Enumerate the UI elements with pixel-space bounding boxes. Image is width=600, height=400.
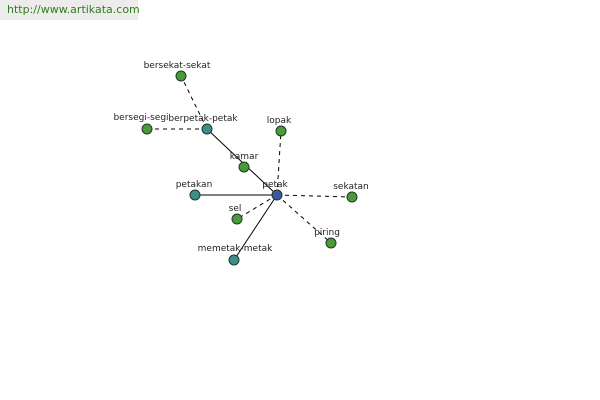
node-berpetak-petak[interactable]: berpetak-petak	[168, 114, 238, 135]
node-label-sekatan[interactable]: sekatan	[333, 182, 369, 192]
node-memetak-metak[interactable]: memetak-metak	[198, 244, 273, 266]
node-petakan[interactable]: petakan	[176, 180, 213, 201]
node-marker-memetak-metak[interactable]	[228, 254, 240, 266]
node-label-lopak[interactable]: lopak	[267, 116, 292, 126]
node-kamar[interactable]: kamar	[230, 152, 259, 173]
node-bersegi-segi[interactable]: bersegi-segi	[113, 113, 169, 135]
node-marker-petakan[interactable]	[189, 189, 201, 201]
node-label-petakan[interactable]: petakan	[176, 180, 213, 190]
node-label-bersegi-segi[interactable]: bersegi-segi	[113, 113, 168, 123]
node-bersekat-sekat[interactable]: bersekat-sekat	[144, 61, 211, 82]
source-url-text: http://www.artikata.com	[7, 3, 140, 16]
node-label-bersekat-sekat[interactable]: bersekat-sekat	[144, 61, 211, 71]
node-sel[interactable]: sel	[229, 204, 243, 225]
node-marker-berpetak-petak[interactable]	[201, 123, 213, 135]
node-petak[interactable]: petak	[262, 180, 289, 201]
node-label-berpetak-petak[interactable]: berpetak-petak	[168, 114, 238, 124]
node-marker-bersegi-segi[interactable]	[141, 123, 153, 135]
edge-petak-sekatan	[276, 194, 353, 198]
node-piring[interactable]: piring	[314, 228, 340, 249]
edge-petak-sel	[236, 194, 278, 220]
node-marker-sel[interactable]	[231, 213, 243, 225]
node-lopak[interactable]: lopak	[267, 116, 292, 137]
edge-petak-lopak	[276, 130, 282, 196]
edge-berpetak-petak-bersekat-sekat	[180, 75, 208, 130]
node-marker-lopak[interactable]	[275, 125, 287, 137]
node-sekatan[interactable]: sekatan	[333, 182, 369, 203]
source-watermark: http://www.artikata.com	[0, 0, 140, 20]
node-marker-petak[interactable]	[271, 189, 283, 201]
node-marker-piring[interactable]	[325, 237, 337, 249]
node-label-petak[interactable]: petak	[262, 180, 288, 190]
node-marker-sekatan[interactable]	[346, 191, 358, 203]
node-marker-kamar[interactable]	[238, 161, 250, 173]
node-label-memetak-metak[interactable]: memetak-metak	[198, 244, 273, 254]
node-marker-bersekat-sekat[interactable]	[175, 70, 187, 82]
edge-petak-memetak-metak	[233, 194, 278, 261]
node-label-piring[interactable]: piring	[314, 228, 340, 238]
node-label-sel[interactable]: sel	[229, 204, 242, 214]
node-label-kamar[interactable]: kamar	[230, 152, 259, 162]
